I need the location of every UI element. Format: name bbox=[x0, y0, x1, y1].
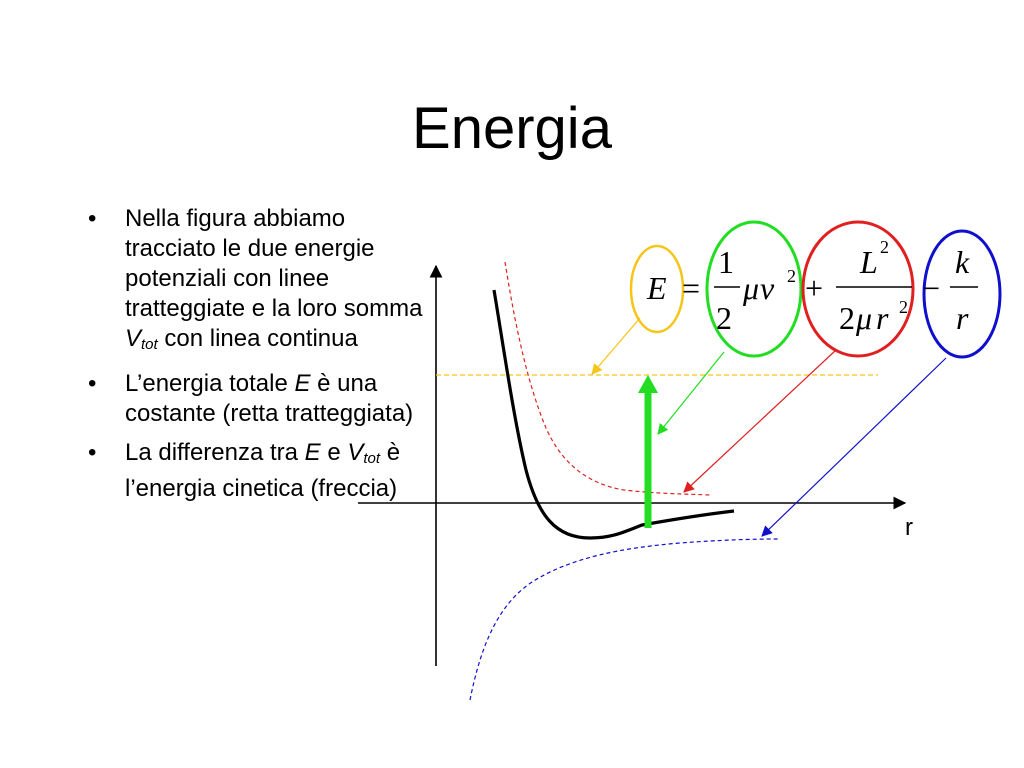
eq-equals: = bbox=[682, 270, 700, 306]
x-axis-label: r bbox=[905, 514, 913, 541]
bullet-text: e bbox=[320, 439, 348, 466]
bullet-list: • Nella figura abbiamo tracciato le due e… bbox=[88, 204, 423, 513]
eq-minus: − bbox=[922, 270, 940, 306]
energy-equation: E = 1 2 μ v 2 + L 2 2 μ r 2 − k r bbox=[646, 237, 978, 336]
highlight-energy bbox=[629, 244, 685, 334]
coulomb-potential-curve bbox=[469, 538, 779, 701]
bullet-dot: • bbox=[88, 370, 97, 397]
bullet-dot: • bbox=[88, 439, 97, 466]
bullet-item: • Nella figura abbiamo tracciato le due e… bbox=[88, 204, 423, 360]
bullet-text: L’energia totale bbox=[125, 370, 295, 397]
eq-centrifugal-den-var: r bbox=[876, 300, 889, 336]
eq-centrifugal-num: L bbox=[859, 244, 878, 280]
eq-kinetic-mu: μ bbox=[742, 270, 759, 306]
eq-potential-den: r bbox=[956, 300, 969, 336]
bullet-item: • L’energia totale E è una costante (rett… bbox=[88, 369, 423, 429]
subscript-tot: tot bbox=[141, 336, 158, 353]
pointer-arrow-centrifugal bbox=[683, 349, 837, 493]
symbol-v: V bbox=[347, 439, 364, 466]
bullet-text: con linea continua bbox=[157, 325, 358, 352]
eq-potential-num: k bbox=[955, 244, 970, 280]
symbol-e: E bbox=[294, 370, 311, 397]
eq-centrifugal-den-mu: μ bbox=[855, 300, 872, 336]
highlight-coulomb bbox=[922, 229, 1002, 359]
bullet-text: è l’energia cinetica (freccia) bbox=[125, 439, 401, 502]
bullet-text: è una costante (retta tratteggiata) bbox=[125, 370, 414, 427]
eq-kinetic-var: v bbox=[760, 270, 775, 306]
bullet-item: • La differenza tra E e Vtot è l’energia … bbox=[88, 438, 423, 504]
kinetic-energy-arrowhead bbox=[638, 375, 658, 393]
symbol-v: V bbox=[125, 325, 142, 352]
pointer-arrow-coulomb bbox=[761, 357, 947, 537]
highlight-kinetic bbox=[705, 220, 803, 358]
eq-centrifugal-num-exp: 2 bbox=[880, 237, 889, 257]
bullet-text: La differenza tra bbox=[125, 439, 305, 466]
eq-lhs: E bbox=[646, 270, 667, 306]
pointer-arrow-energy bbox=[591, 317, 641, 375]
pointer-arrow-kinetic bbox=[657, 351, 725, 435]
eq-centrifugal-den-coef: 2 bbox=[839, 300, 855, 336]
eq-plus: + bbox=[805, 270, 823, 306]
eq-kinetic-den: 2 bbox=[716, 300, 732, 336]
centrifugal-potential-curve bbox=[504, 261, 711, 496]
eq-kinetic-num: 1 bbox=[718, 244, 734, 280]
subscript-tot: tot bbox=[363, 450, 381, 467]
total-potential-curve bbox=[492, 289, 735, 540]
bullet-text: Nella figura abbiamo tracciato le due en… bbox=[125, 205, 423, 322]
eq-centrifugal-den-exp: 2 bbox=[899, 297, 908, 317]
slide-title: Energia bbox=[412, 96, 612, 161]
symbol-e: E bbox=[304, 439, 321, 466]
highlight-centrifugal bbox=[801, 220, 915, 358]
eq-kinetic-exp: 2 bbox=[787, 266, 796, 286]
bullet-dot: • bbox=[88, 205, 97, 232]
